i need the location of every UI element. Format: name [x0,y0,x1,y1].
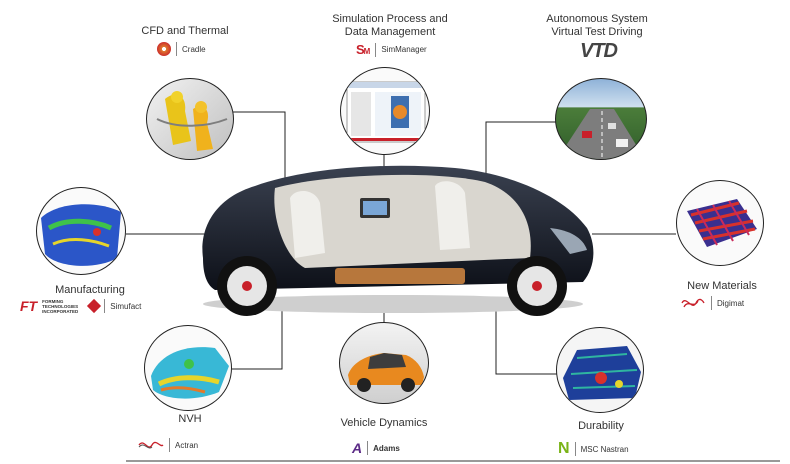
vehicle-dynamics-image [339,322,429,404]
durability-image [556,327,644,413]
manufacturing-image [36,187,126,275]
vehicle-body-acoustic-icon [151,347,229,399]
simmanager-icon: SM [356,42,371,57]
durability-logo: N MSC Nastran [558,440,629,458]
adams-label: Adams [373,443,400,453]
durability-title: Durability [578,420,624,432]
fiber-composite-icon [687,199,757,247]
digimat-icon [681,298,705,308]
nastran-icon: N [558,440,570,457]
spdm-logo: SM SimManager [356,42,427,57]
manufacturing-title: Manufacturing [55,284,125,296]
actran-icon [138,441,164,449]
highway-icon [557,109,645,159]
software-window-icon [346,81,426,143]
avs-title: Autonomous System Virtual Test Driving [546,13,648,38]
fti-label: FORMING TECHNOLOGIES INCORPORATED [42,298,79,314]
cfd-title: CFD and Thermal [141,25,229,37]
digimat-label: Digimat [717,298,745,308]
nvh-logo: Actran [138,438,198,452]
vtd-logo: VTD [580,40,618,62]
nvh-title: NVH [178,413,202,425]
nastran-label: MSC Nastran [580,444,629,454]
vehicle-dynamics-title: Vehicle Dynamics [340,417,428,429]
body-in-white-icon [563,346,641,400]
simufact-label: Simufact [110,301,142,311]
cfd-thermal-icon [156,91,228,151]
forming-part-icon [41,204,121,266]
cradle-icon [157,42,171,56]
spdm-title: Simulation Process and Data Management [332,13,448,38]
adams-icon: A [352,440,363,456]
car-illustration [202,165,594,316]
materials-image [676,180,764,266]
simufact-icon [87,298,102,314]
cradle-label: Cradle [182,44,206,54]
avs-image [555,78,647,160]
materials-logo: Digimat [680,295,744,311]
cfd-image [146,78,234,160]
vehicle-dynamics-logo: A Adams [352,440,400,456]
orange-car-icon [348,353,424,392]
actran-label: Actran [175,440,199,450]
cfd-logo: Cradle [157,42,206,56]
nvh-image [144,325,232,411]
materials-title: New Materials [687,280,757,292]
simmanager-label: SimManager [381,45,427,54]
manufacturing-logos: FT FORMING TECHNOLOGIES INCORPORATED Sim… [20,298,141,314]
fti-icon: FT [20,298,38,314]
spdm-image [340,67,430,155]
